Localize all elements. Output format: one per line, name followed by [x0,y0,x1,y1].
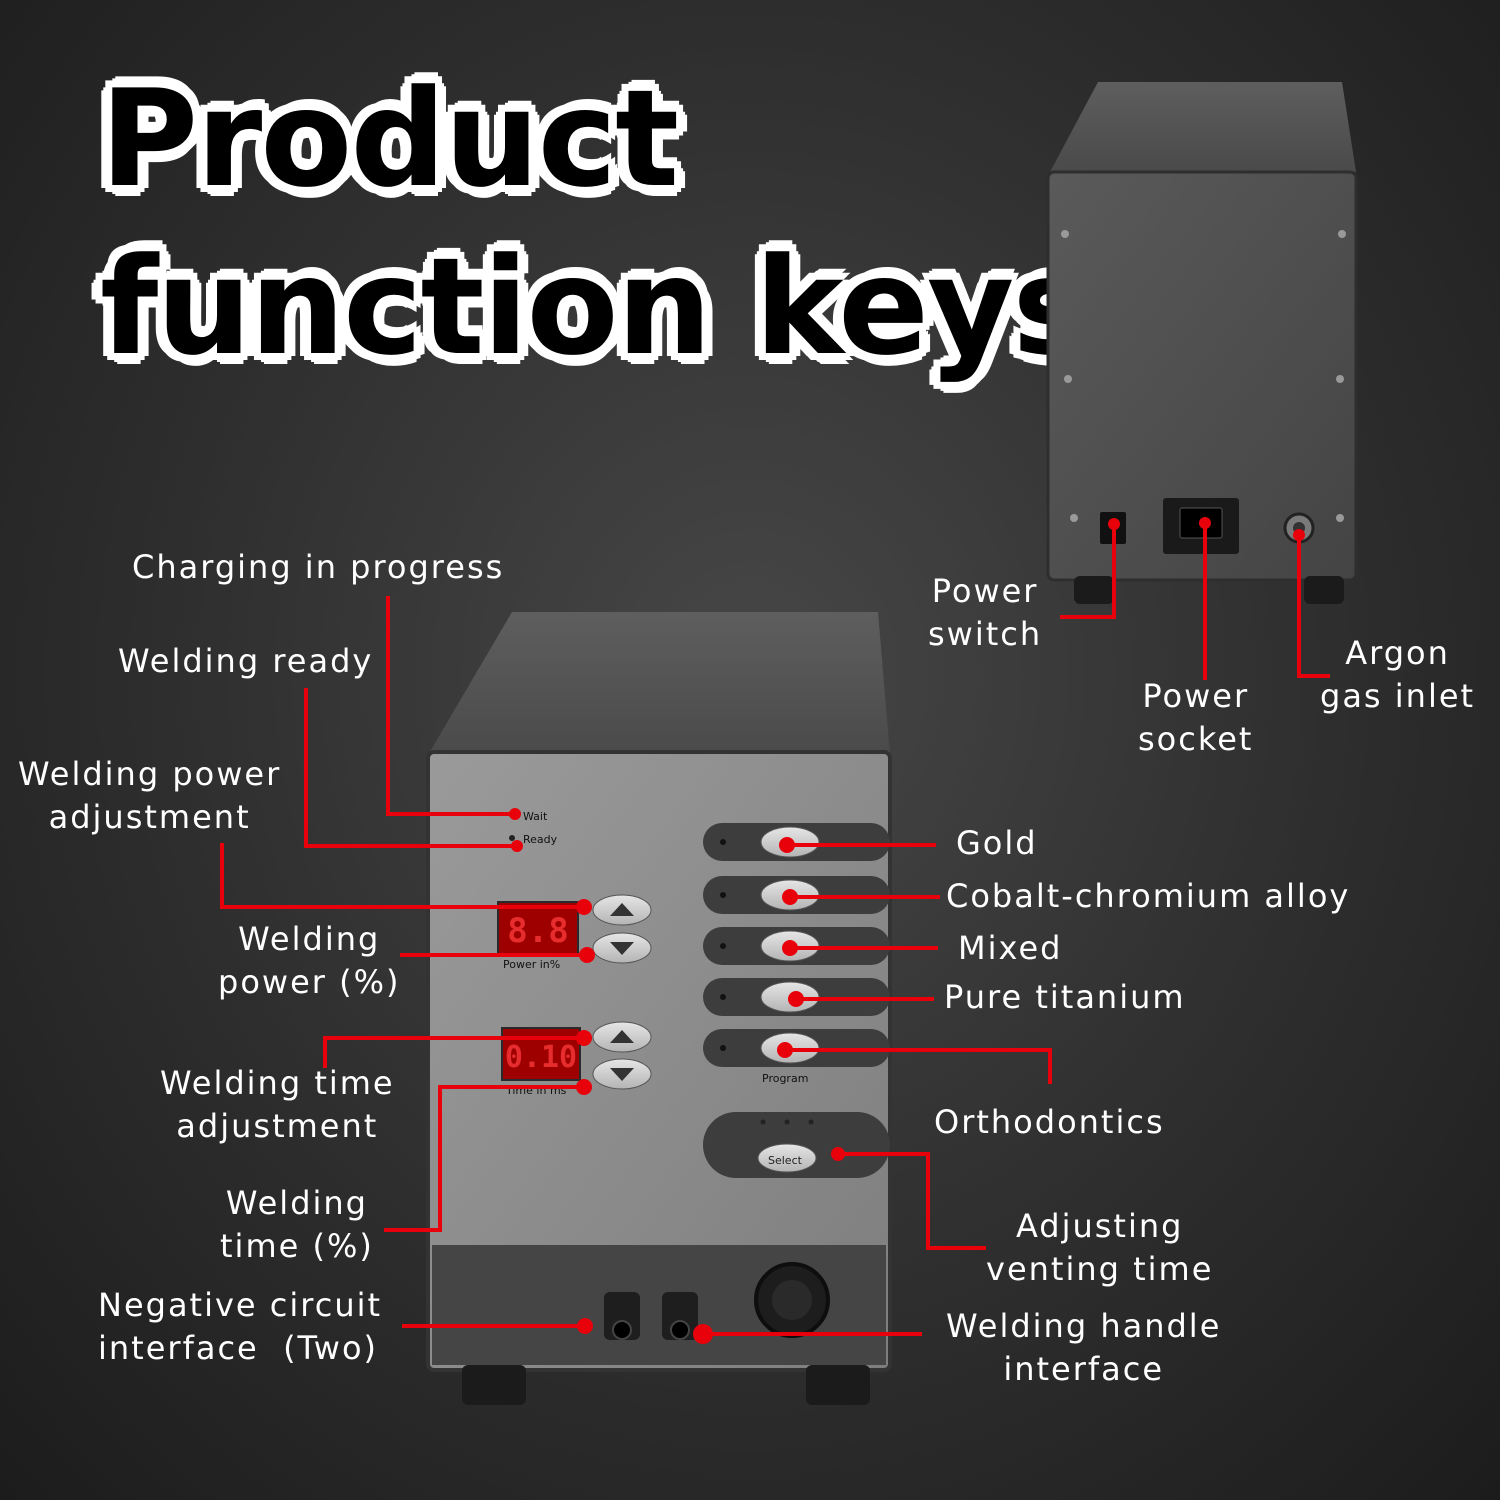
title-line-1: Product [100,61,679,217]
label-gold: Gold [956,824,1038,862]
arrow-up-icon [610,903,634,916]
wait-text: Wait [523,810,548,823]
select-text: Select [768,1154,803,1167]
back-foot-left [1074,576,1114,604]
label-charging-in-progress: Charging in progress [132,548,505,586]
title-line-2: function keys [100,229,1092,385]
label-argon-gas-inlet: Argon gas inlet [1320,634,1476,715]
screw [1336,514,1344,522]
power-display-digits: 8.8 [507,911,568,951]
time-display-digits: 0.10 [505,1040,577,1075]
screw [1338,230,1346,238]
label-negative-circuit-interface: Negative circuit interface (Two) [98,1286,383,1367]
front-unit: Wait Ready 8.8 Power in% 0.10 Time in ms [426,612,892,1405]
front-foot-right [806,1365,870,1405]
ready-text: Ready [523,833,558,846]
screw [1336,375,1344,383]
label-mixed: Mixed [958,929,1063,967]
label-pure-titanium: Pure titanium [944,978,1186,1016]
back-foot-right [1304,576,1344,604]
ready-led-icon [509,835,515,841]
orthodontics-button[interactable] [760,1032,820,1064]
label-power-socket: Power socket [1138,677,1254,758]
label-cobalt-chromium-alloy: Cobalt-chromium alloy [946,877,1351,915]
power-unit-text: Power in% [503,958,560,971]
label-orthodontics: Orthodontics [934,1103,1165,1141]
label-welding-handle-interface: Welding handle interface [946,1307,1222,1388]
screw [1061,230,1069,238]
label-welding-time-adjustment: Welding time adjustment [160,1064,395,1145]
program-strips: Program Select [703,823,890,1178]
power-switch-icon[interactable] [1100,512,1126,544]
program-text: Program [762,1072,808,1085]
label-adjusting-venting-time: Adjusting venting time [986,1207,1214,1288]
back-panel [1046,170,1358,582]
cobalt-chromium-button[interactable] [760,879,820,911]
pure-titanium-button[interactable] [760,981,820,1013]
screw [1070,514,1078,522]
arrow-up-icon [610,1030,634,1043]
label-welding-power-adjustment: Welding power adjustment [18,755,282,836]
time-unit-text: Time in ms [505,1084,567,1097]
arrow-down-icon [610,942,634,955]
select-button[interactable] [757,1143,817,1173]
front-foot-left [462,1365,526,1405]
back-unit [1046,82,1358,604]
label-welding-time: Welding time (%) [220,1184,374,1265]
back-top-face [1050,82,1356,172]
label-power-switch: Power switch [928,572,1043,653]
screw [1064,375,1072,383]
front-top-face [428,612,890,755]
label-welding-power: Welding power (%) [218,920,401,1001]
mixed-button[interactable] [760,930,820,962]
power-display [497,901,579,955]
arrow-down-icon [610,1068,634,1081]
gold-button[interactable] [760,826,820,858]
wait-led-icon [509,812,515,818]
label-welding-ready: Welding ready [118,642,374,680]
